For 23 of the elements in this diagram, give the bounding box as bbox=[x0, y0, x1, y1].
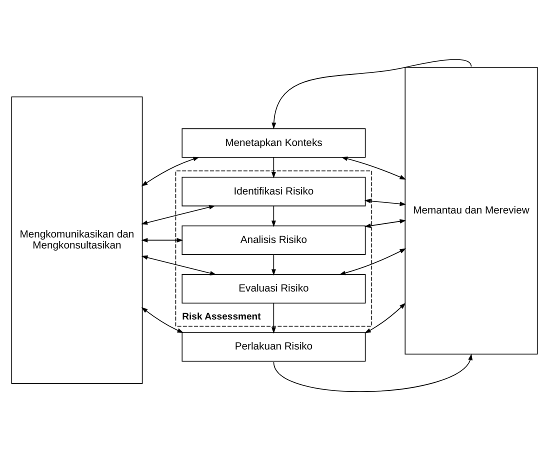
node-box: Menetapkan Konteks bbox=[182, 128, 366, 158]
arrow bbox=[141, 237, 184, 242]
arrow bbox=[271, 254, 276, 276]
node-box: Analisis Risiko bbox=[182, 224, 366, 254]
node-box: Perlakuan Risiko bbox=[182, 332, 366, 362]
arrow bbox=[141, 254, 216, 275]
arrow bbox=[141, 156, 200, 186]
arrow bbox=[141, 306, 184, 332]
node-box: Identifikasi Risiko bbox=[182, 176, 366, 206]
arrow bbox=[271, 156, 276, 178]
arrow bbox=[273, 353, 473, 392]
arrow bbox=[364, 198, 406, 206]
arrow bbox=[364, 302, 406, 333]
node-box: Mengkomunikasikan dan Mengkonsultasikan bbox=[11, 96, 143, 384]
arrow bbox=[341, 156, 406, 180]
node-box: Memantau dan Mereview bbox=[404, 66, 538, 354]
arrow bbox=[364, 218, 406, 228]
arrow bbox=[272, 58, 472, 129]
arrow bbox=[271, 302, 276, 334]
node-box: Evaluasi Risiko bbox=[182, 274, 366, 304]
arrow bbox=[141, 204, 216, 224]
arrow bbox=[271, 205, 276, 226]
arrow bbox=[339, 248, 406, 275]
